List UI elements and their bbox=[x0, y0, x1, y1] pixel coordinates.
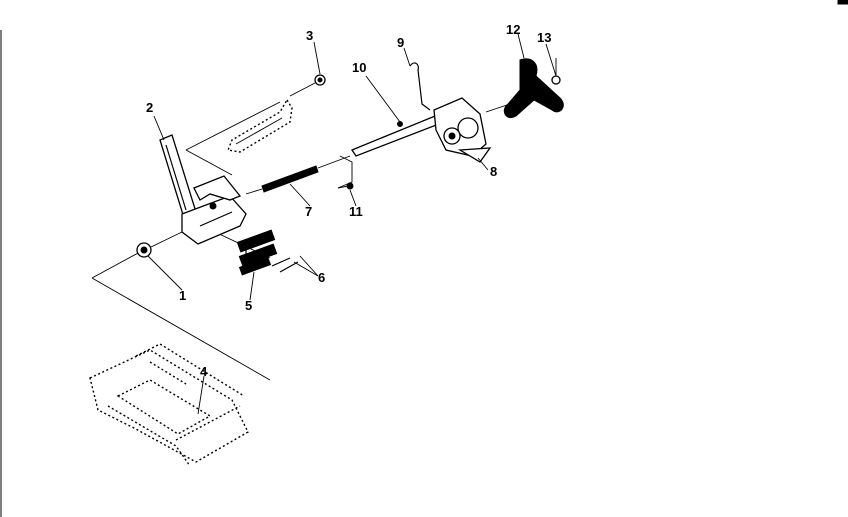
callout-6: 6 bbox=[318, 270, 325, 285]
part-11-screw bbox=[337, 182, 354, 190]
callout-11: 11 bbox=[349, 204, 363, 219]
part-6-pins bbox=[271, 257, 299, 273]
callout-8: 8 bbox=[490, 164, 497, 179]
part-3-bolt-bracket bbox=[227, 74, 326, 153]
callout-labels: 1 2 3 4 5 6 7 8 9 10 11 12 13 bbox=[146, 22, 551, 379]
callout-10: 10 bbox=[352, 60, 366, 75]
callout-4: 4 bbox=[200, 364, 208, 379]
callout-3: 3 bbox=[306, 28, 313, 43]
corner-mark bbox=[837, 0, 848, 5]
callout-1: 1 bbox=[179, 288, 186, 303]
part-1-washer bbox=[136, 231, 183, 258]
leader-lines bbox=[147, 33, 557, 415]
part-9-wire bbox=[409, 62, 431, 111]
part-13-nut bbox=[551, 58, 561, 85]
callout-5: 5 bbox=[245, 298, 252, 313]
part-4-frame bbox=[89, 343, 249, 467]
assembly-guide-lines bbox=[91, 101, 353, 381]
callout-13: 13 bbox=[537, 30, 551, 45]
part-8-handle-assembly bbox=[351, 97, 511, 163]
part-7-spring bbox=[245, 155, 351, 195]
part-5-spring-pack bbox=[236, 229, 278, 276]
part-12-knob bbox=[503, 58, 564, 118]
lever-housing bbox=[181, 175, 247, 245]
callout-7: 7 bbox=[305, 204, 312, 219]
callout-9: 9 bbox=[397, 35, 404, 50]
callout-12: 12 bbox=[506, 22, 520, 37]
callout-2: 2 bbox=[146, 100, 153, 115]
part-10-fastener bbox=[397, 121, 403, 127]
